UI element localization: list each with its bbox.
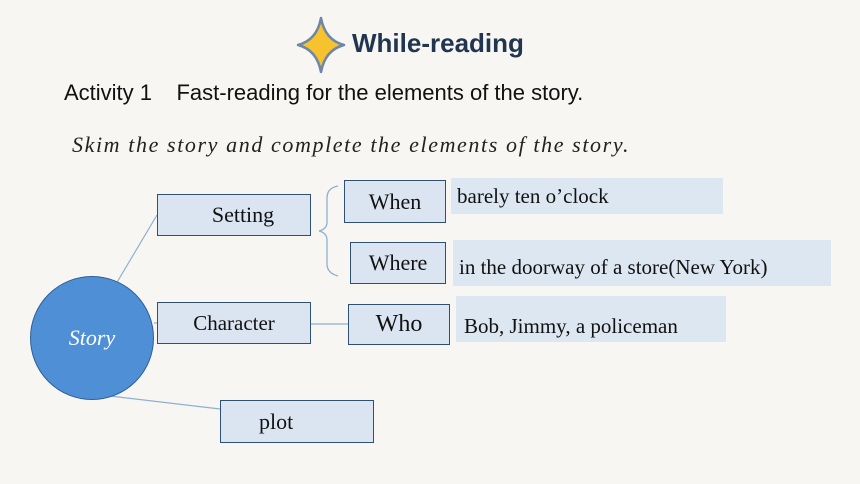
four-point-star-icon (296, 16, 346, 74)
setting-box: Setting (157, 194, 311, 236)
where-box: Where (350, 242, 446, 284)
when-box: When (344, 180, 446, 223)
page-title: While-reading (352, 28, 524, 58)
activity-label: Activity 1 (64, 80, 153, 105)
setting-brace (318, 185, 339, 277)
where-answer: in the doorway of a store(New York) (453, 240, 831, 286)
who-answer: Bob, Jimmy, a policeman (456, 296, 726, 342)
story-circle: Story (30, 276, 154, 400)
when-answer: barely ten o’clock (451, 178, 723, 214)
instruction-text: Skim the story and complete the elements… (72, 132, 631, 157)
activity-heading: Activity 1 Fast-reading for the elements… (64, 80, 583, 106)
who-box: Who (348, 304, 450, 345)
connector-story-plot (109, 395, 221, 410)
connector-story-setting (115, 214, 158, 285)
character-box: Character (157, 302, 311, 344)
plot-box: plot (220, 400, 374, 443)
activity-title: Fast-reading for the elements of the sto… (176, 80, 584, 105)
